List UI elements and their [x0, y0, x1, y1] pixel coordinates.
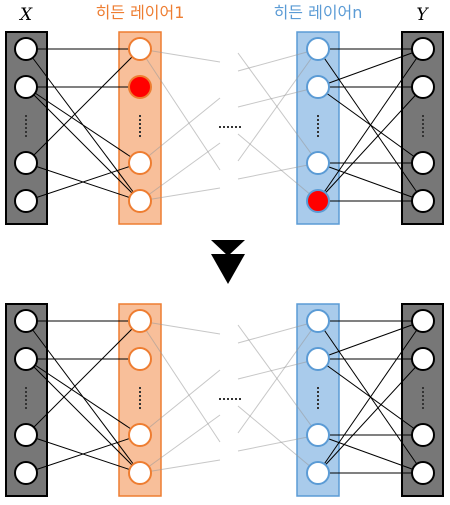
hidden-n-node — [306, 309, 330, 333]
hidden-n-node — [306, 75, 330, 99]
panel-after-dropout — [5, 303, 444, 497]
input-node — [14, 347, 38, 371]
hidden-1-node-dropped — [128, 75, 152, 99]
faded-edge — [237, 434, 319, 452]
output-node — [411, 151, 435, 175]
faded-edge — [139, 320, 221, 335]
edge — [25, 162, 141, 202]
edge — [317, 86, 424, 202]
input-node — [14, 75, 38, 99]
hidden-1-node — [128, 189, 152, 213]
hidden-n-node — [306, 461, 330, 485]
vertical-ellipsis-icon — [25, 387, 27, 409]
vertical-ellipsis-icon — [422, 115, 424, 137]
faded-edge — [237, 48, 319, 72]
hidden-layer-1-label: 히든 레이어1 — [96, 3, 185, 22]
input-node — [14, 423, 38, 447]
edge — [25, 358, 141, 474]
hidden-1-node — [128, 423, 152, 447]
faded-edge — [237, 320, 319, 434]
faded-edge — [139, 459, 221, 474]
output-node — [411, 423, 435, 447]
hidden-n-node-dropped — [306, 189, 330, 213]
hidden-n-node — [306, 37, 330, 61]
faded-edge — [237, 358, 319, 380]
edge — [25, 358, 141, 436]
faded-edge — [139, 187, 221, 202]
edge — [25, 86, 141, 164]
edge — [317, 320, 424, 360]
input-node — [14, 189, 38, 213]
horizontal-ellipsis-icon — [219, 126, 241, 128]
output-node — [411, 37, 435, 61]
input-layer-label: X — [18, 5, 33, 25]
faded-edge — [139, 369, 221, 436]
input-node — [14, 309, 38, 333]
edge — [317, 162, 424, 202]
hidden-n-node — [306, 423, 330, 447]
vertical-ellipsis-icon — [317, 115, 319, 137]
faded-edge — [237, 86, 319, 108]
output-layer-label: Y — [416, 5, 429, 25]
hidden-1-node — [128, 347, 152, 371]
hidden-1-node — [128, 37, 152, 61]
edge — [317, 358, 424, 474]
faded-edge — [139, 142, 221, 202]
horizontal-ellipsis-icon — [219, 398, 241, 400]
edge — [317, 48, 424, 88]
edge — [317, 48, 424, 202]
edge — [317, 320, 424, 474]
faded-edge — [237, 133, 319, 202]
faded-edge — [139, 48, 221, 171]
faded-edge — [237, 320, 319, 344]
faded-edge — [237, 52, 319, 164]
double-down-arrow-icon — [211, 240, 245, 284]
vertical-ellipsis-icon — [25, 115, 27, 137]
faded-edge — [139, 97, 221, 164]
faded-edge — [139, 320, 221, 443]
output-node — [411, 189, 435, 213]
edge — [25, 48, 141, 164]
edge — [317, 434, 424, 474]
output-node — [411, 309, 435, 333]
panels — [5, 31, 444, 497]
output-node — [411, 75, 435, 99]
hidden-layer-n-label: 히든 레이어n — [274, 3, 363, 22]
output-node — [411, 347, 435, 371]
faded-edge — [237, 324, 319, 436]
input-node — [14, 37, 38, 61]
vertical-ellipsis-icon — [139, 115, 141, 137]
faded-edge — [237, 162, 319, 180]
faded-edge — [237, 48, 319, 162]
edge — [25, 86, 141, 202]
vertical-ellipsis-icon — [317, 387, 319, 409]
hidden-1-node — [128, 461, 152, 485]
input-node — [14, 151, 38, 175]
hidden-n-node — [306, 347, 330, 371]
input-node — [14, 461, 38, 485]
hidden-1-node — [128, 151, 152, 175]
edge — [25, 434, 141, 474]
faded-edge — [139, 48, 221, 63]
faded-edge — [237, 405, 319, 474]
hidden-n-node — [306, 151, 330, 175]
output-node — [411, 461, 435, 485]
panel-before-dropout — [5, 31, 444, 225]
faded-edge — [139, 414, 221, 474]
hidden-1-node — [128, 309, 152, 333]
edge — [25, 320, 141, 436]
vertical-ellipsis-icon — [422, 387, 424, 409]
vertical-ellipsis-icon — [139, 387, 141, 409]
